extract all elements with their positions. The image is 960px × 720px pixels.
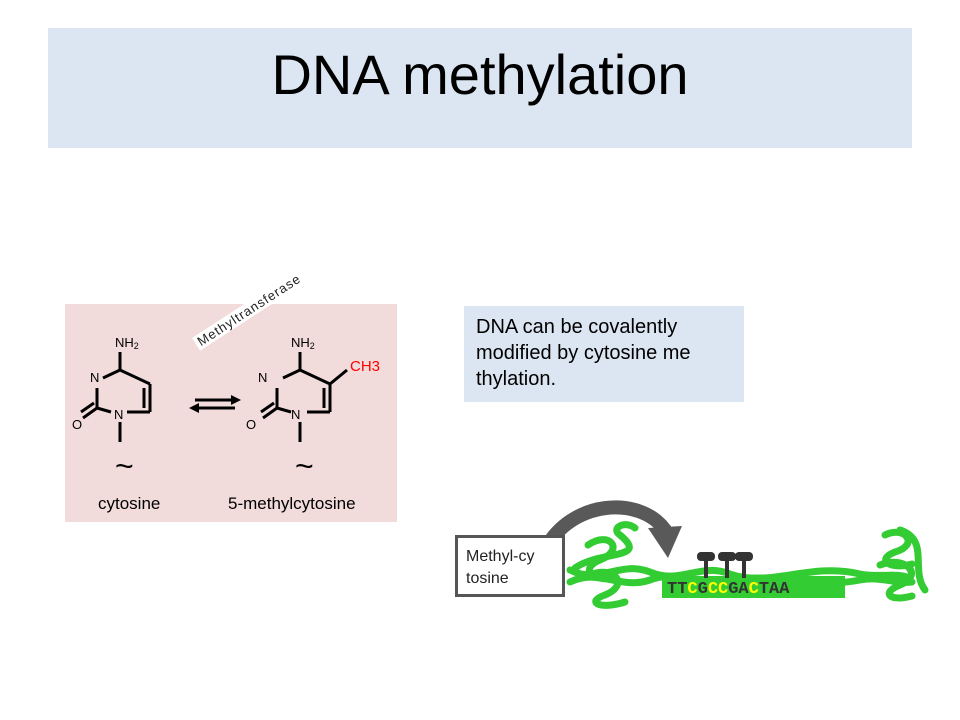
methylcytosine-label: 5-methylcytosine bbox=[228, 494, 356, 513]
info-text: DNA can be covalently modified by cytosi… bbox=[476, 316, 691, 390]
info-box: DNA can be covalently modified by cytosi… bbox=[464, 306, 744, 402]
slide-title: DNA methylation bbox=[271, 43, 689, 106]
methyl-marker-icons bbox=[697, 552, 753, 578]
cytosine-conversion-diagram: NH2 N N O ~ cytosine NH2 N bbox=[72, 335, 380, 513]
methylcytosine-tilde: ~ bbox=[295, 448, 314, 484]
cytosine-label: cytosine bbox=[98, 494, 160, 513]
methylcytosine-n3-label: N bbox=[258, 370, 267, 385]
cytosine-tilde: ~ bbox=[115, 448, 134, 484]
methylcytosine-n1-label: N bbox=[291, 407, 300, 422]
methyl-group-label: CH3 bbox=[350, 358, 380, 375]
equilibrium-arrows-icon bbox=[189, 395, 241, 413]
cytosine-oxygen-label: O bbox=[72, 417, 82, 432]
cytosine-n1-label: N bbox=[114, 407, 123, 422]
cytosine-nh2-label: NH2 bbox=[115, 335, 139, 351]
methylcytosine-structure bbox=[260, 352, 348, 442]
dna-sequence: TTCGCCGACTAA bbox=[667, 580, 790, 599]
dna-helix-illustration: TTCGCCGACTAA bbox=[540, 500, 929, 609]
chemistry-panel: NH2 N N O ~ cytosine NH2 N bbox=[65, 304, 397, 522]
sequence-bar bbox=[662, 576, 845, 598]
curved-arrow-icon bbox=[540, 500, 682, 558]
methylcytosine-nh2-label: NH2 bbox=[291, 335, 315, 351]
cytosine-structure bbox=[80, 352, 152, 442]
dna-right-coil bbox=[876, 526, 929, 602]
cytosine-n3-label: N bbox=[90, 370, 99, 385]
methylcytosine-oxygen-label: O bbox=[246, 417, 256, 432]
title-bar: DNA methylation bbox=[48, 28, 912, 148]
dna-left-coil bbox=[571, 521, 639, 609]
